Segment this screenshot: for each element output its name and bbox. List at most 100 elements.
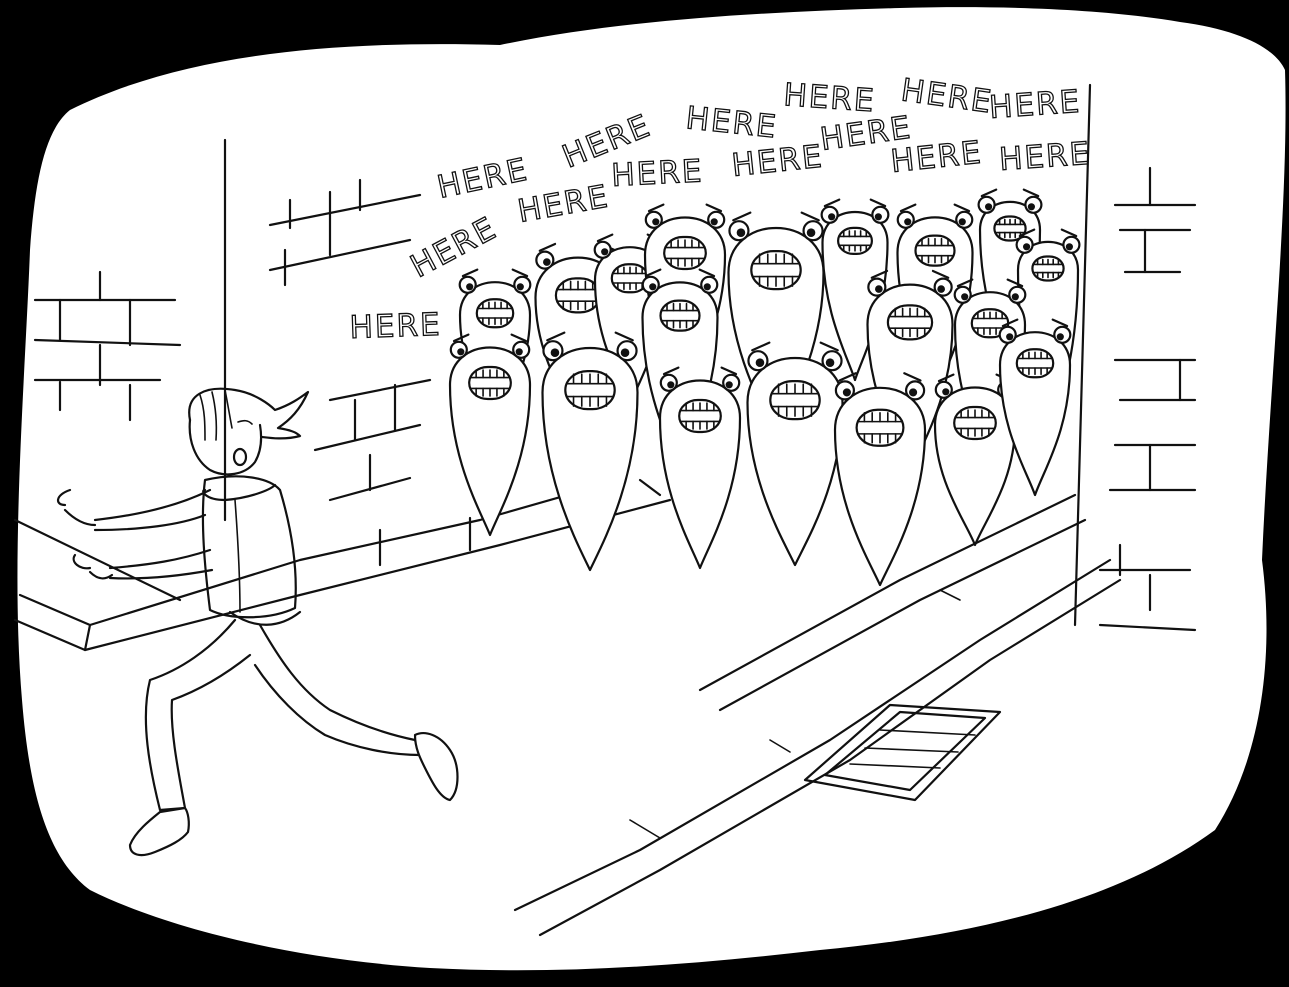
creature-pupil: [620, 348, 630, 357]
creature-pupil: [909, 388, 918, 397]
shouting-creature: [833, 372, 927, 587]
creature-mouth: [993, 215, 1027, 242]
creature-angry-brow: [823, 198, 841, 208]
creature-pupil: [543, 258, 551, 266]
creature-pupil: [703, 283, 711, 291]
creature-angry-brow: [751, 341, 771, 352]
creature-mouth: [914, 234, 956, 267]
creature-pupil: [515, 348, 523, 356]
shouting-creature: [448, 333, 532, 537]
creature-angry-brow: [452, 333, 470, 343]
shout-text: HERE: [349, 307, 442, 346]
creature-body: [998, 331, 1072, 497]
creature-angry-brow: [705, 203, 723, 213]
shout-text: HERE: [611, 153, 705, 194]
person-hair: [188, 387, 310, 440]
creature-mouth: [475, 298, 515, 329]
shout-text: HERE: [782, 77, 876, 119]
creature-angry-brow: [644, 268, 662, 278]
creature-mouth: [663, 235, 707, 271]
creature-body: [448, 346, 532, 537]
creature-pupil: [1006, 333, 1014, 341]
creature-pupil: [806, 228, 816, 237]
creature-pupil: [457, 348, 465, 356]
shouting-creature: [933, 373, 1017, 547]
creature-mouth: [769, 380, 821, 421]
storm-drain-grate: [803, 703, 1002, 802]
creature-angry-brow: [546, 331, 566, 342]
creature-angry-brow: [732, 211, 752, 222]
creature-pupil: [1056, 333, 1064, 341]
creature-pupil: [1011, 293, 1019, 301]
creature-mouth: [1031, 255, 1065, 282]
running-person: [57, 387, 459, 857]
creature-angry-brow: [903, 372, 922, 382]
creature-body: [833, 386, 927, 587]
creature-pupil: [1065, 243, 1073, 251]
creature-angry-brow: [953, 203, 971, 213]
creature-angry-brow: [937, 373, 955, 383]
creature-pupil: [667, 381, 675, 389]
creature-pupil: [649, 283, 657, 291]
creature-pupil: [466, 283, 474, 291]
shout-text: HERE: [988, 84, 1082, 126]
creature-pupil: [755, 358, 765, 367]
person-mouth: [232, 447, 248, 467]
creature-pupil: [516, 283, 524, 291]
creature-mouth: [659, 299, 701, 332]
creature-pupil: [942, 388, 950, 396]
shouting-creature: [658, 366, 742, 570]
creature-angry-brow: [596, 233, 614, 243]
crowd-front-row: [448, 318, 1072, 587]
person-shoe-back: [128, 806, 190, 857]
person-arm-back: [93, 488, 212, 532]
creature-angry-brow: [1001, 318, 1019, 328]
creature-mouth: [886, 304, 934, 341]
creature-angry-brow: [698, 268, 716, 278]
creature-pupil: [1023, 243, 1031, 251]
creature-mouth: [1015, 348, 1055, 379]
creature-angry-brow: [980, 188, 998, 198]
creature-pupil: [710, 218, 718, 226]
creature-pupil: [985, 203, 993, 211]
creature-mouth: [836, 226, 873, 255]
creature-pupil: [601, 248, 609, 256]
creature-mouth: [564, 370, 616, 411]
creature-body: [658, 379, 742, 570]
creature-angry-brow: [662, 366, 680, 376]
creature-angry-brow: [720, 366, 738, 376]
creature-angry-brow: [800, 211, 820, 222]
creature-pupil: [874, 213, 882, 221]
creature-pupil: [828, 213, 836, 221]
creature-angry-brow: [647, 203, 665, 213]
creature-pupil: [550, 348, 560, 357]
creature-angry-brow: [870, 269, 889, 279]
creature-pupil: [958, 218, 966, 226]
creature-body: [541, 347, 639, 572]
creature-angry-brow: [838, 372, 857, 382]
shouting-creature: [998, 318, 1072, 497]
creature-angry-brow: [956, 278, 974, 288]
right-brick-wall: [1073, 83, 1197, 632]
creature-mouth: [855, 408, 905, 447]
creature-angry-brow: [538, 242, 557, 252]
creature-mouth: [678, 398, 722, 434]
creature-angry-brow: [510, 333, 528, 343]
creature-angry-brow: [461, 268, 479, 278]
creature-pupil: [725, 381, 733, 389]
creature-pupil: [842, 388, 851, 397]
person-face: [188, 418, 263, 476]
creature-body: [746, 357, 844, 567]
person-jacket: [201, 475, 297, 619]
creature-pupil: [652, 218, 660, 226]
creature-pupil: [1027, 203, 1035, 211]
creature-pupil: [961, 293, 969, 301]
creature-pupil: [937, 285, 945, 293]
shouting-creature: [820, 198, 890, 382]
shout-text: HERE: [998, 136, 1092, 178]
creature-angry-brow: [1051, 318, 1069, 328]
creature-angry-brow: [1022, 188, 1040, 198]
person-shoe-front: [413, 732, 459, 802]
creature-mouth: [750, 250, 802, 291]
creature-angry-brow: [931, 269, 950, 279]
